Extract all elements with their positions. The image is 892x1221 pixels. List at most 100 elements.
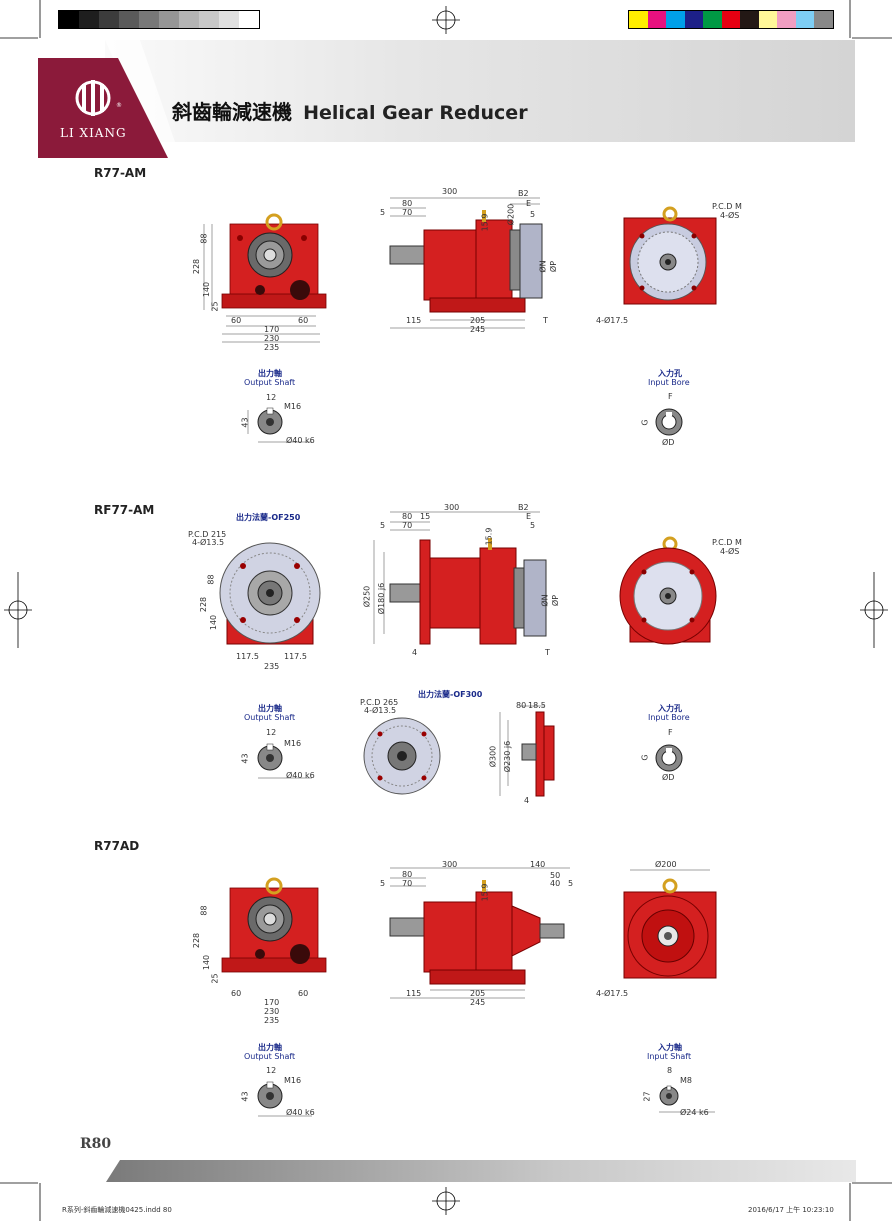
r77am-side-t: T	[543, 316, 548, 325]
r77ad-side-view	[389, 867, 570, 999]
r77am-h-total: 228	[192, 258, 202, 275]
r77am-os-thread: M16	[284, 402, 302, 411]
r77ad-input-shaft-en: Input Shaft	[647, 1052, 692, 1061]
r77am-side-total: 300	[442, 187, 458, 196]
color-swatch	[239, 11, 259, 28]
title-en: Helical Gear Reducer	[303, 102, 528, 124]
r77am-end-pcd: P.C.D M	[712, 202, 742, 211]
r77ad-w-right: 60	[298, 989, 309, 998]
rf77am-os-key: 12	[266, 728, 277, 737]
r77ad-h-bottom: 140	[202, 954, 212, 971]
rf77am-f300-pcd: P.C.D 265	[360, 698, 399, 707]
r77am-front-view	[221, 213, 327, 309]
r77am-side-115: 115	[406, 316, 422, 325]
r77am-side-5: 5	[380, 208, 386, 217]
rf77am-fl-w-r: 117.5	[284, 652, 307, 661]
r77am-w-left: 60	[231, 316, 242, 325]
r77ad-w-left: 60	[231, 989, 242, 998]
color-swatch	[59, 11, 79, 28]
rf77am-flange300-title: 出力法蘭-OF300	[418, 690, 483, 699]
color-swatch	[721, 11, 740, 28]
title-band	[105, 40, 855, 142]
rf77am-f300-185: 18.5	[528, 701, 546, 710]
r77ad-w2: 230	[264, 1007, 280, 1016]
rf77am-os-thread: M16	[284, 739, 302, 748]
r77ad-os-key: 12	[266, 1066, 277, 1075]
rf77am-side-159: 15.9	[484, 527, 494, 546]
rf77am-side-b2: B2	[518, 503, 529, 512]
rf77am-side-180: Ø180 j6	[377, 582, 387, 615]
color-swatch	[99, 11, 119, 28]
footer-band	[106, 1160, 856, 1182]
r77ad-front-view	[221, 877, 327, 973]
r77ad-os-thread: M16	[284, 1076, 302, 1085]
r77am-side-70: 70	[402, 208, 413, 217]
color-swatch	[139, 11, 159, 28]
r77am-output-shaft-drawing	[247, 407, 312, 443]
r77ad-side-245: 245	[470, 998, 486, 1007]
rf77am-end-view	[619, 536, 717, 645]
r77ad-end-view	[623, 869, 717, 979]
r77am-input-bore-en: Input Bore	[648, 378, 690, 387]
r77ad-side-50: 50	[550, 871, 561, 880]
r77am-h-bottom: 140	[202, 281, 212, 298]
page-number: R80	[80, 1136, 112, 1152]
logo-text: LI XIANG	[60, 126, 127, 140]
r77am-os-len: 43	[240, 417, 250, 428]
page-title: 斜齒輪減速機 Helical Gear Reducer	[172, 96, 528, 125]
r77am-end-view	[623, 206, 717, 305]
color-swatch	[666, 11, 685, 28]
r77ad-is-len: 27	[642, 1091, 652, 1102]
model-r77ad: R77AD	[94, 839, 140, 853]
r77ad-h-total: 228	[192, 932, 202, 949]
color-swatch	[199, 11, 219, 28]
r77am-ib-g: G	[640, 419, 650, 426]
rf77am-ib-f: F	[668, 728, 673, 737]
r77ad-input-shaft-cn: 入力軸	[658, 1043, 682, 1052]
r77am-w3: 235	[264, 343, 280, 352]
rf77am-output-shaft-en: Output Shaft	[244, 713, 296, 722]
r77am-input-bore-cn: 入力孔	[658, 369, 682, 378]
r77ad-side-5b: 5	[568, 879, 574, 888]
color-swatch	[758, 11, 777, 28]
rf77am-side-15: 15	[420, 512, 431, 521]
color-bar-right	[628, 10, 834, 29]
rf77am-fl-h-bottom: 140	[209, 614, 219, 631]
r77am-w2: 230	[264, 334, 280, 343]
rf77am-input-bore-drawing	[655, 744, 683, 772]
r77ad-side-70: 70	[402, 879, 413, 888]
color-swatch	[219, 11, 239, 28]
color-swatch	[740, 11, 759, 28]
r77am-foot: 25	[210, 301, 220, 312]
rf77am-fl-w-l: 117.5	[236, 652, 259, 661]
rf77am-os-len: 43	[240, 753, 250, 764]
rf77am-output-shaft-drawing	[257, 743, 312, 779]
rf77am-f300-230: Ø230 j6	[503, 740, 513, 773]
r77ad-is-dia: Ø24 k6	[680, 1108, 709, 1117]
r77ad-end-base: 4-Ø17.5	[596, 989, 629, 998]
r77am-output-shaft-en: Output Shaft	[244, 378, 296, 387]
r77ad-side-80: 80	[402, 870, 413, 879]
color-swatch	[179, 11, 199, 28]
r77ad-h-top: 88	[199, 905, 209, 916]
rf77am-f300-4: 4	[524, 796, 530, 805]
rf77am-ib-d: ØD	[662, 773, 675, 782]
footer-timestamp: 2016/6/17 上午 10:23:10	[748, 1206, 834, 1214]
r77am-side-p: ØP	[549, 260, 559, 273]
rf77am-fl-pcd: P.C.D 215	[188, 530, 227, 539]
r77am-w-right: 60	[298, 316, 309, 325]
color-swatch	[777, 11, 796, 28]
color-swatch	[795, 11, 814, 28]
rf77am-side-e: E	[526, 512, 532, 521]
r77am-output-shaft-cn: 出力軸	[258, 369, 282, 378]
footer-file: R系列-斜齒輪減速機0425.indd 80	[62, 1206, 172, 1214]
rf77am-end-pcd: P.C.D M	[712, 538, 742, 547]
r77am-side-view	[389, 197, 543, 329]
rf77am-input-bore-cn: 入力孔	[658, 704, 682, 713]
model-r77am: R77-AM	[94, 166, 147, 180]
r77ad-output-shaft-en: Output Shaft	[244, 1052, 296, 1061]
rf77am-f300-300: Ø300	[488, 745, 498, 768]
model-rf77am: RF77-AM	[94, 503, 155, 517]
rf77am-side-p: ØP	[551, 594, 561, 607]
